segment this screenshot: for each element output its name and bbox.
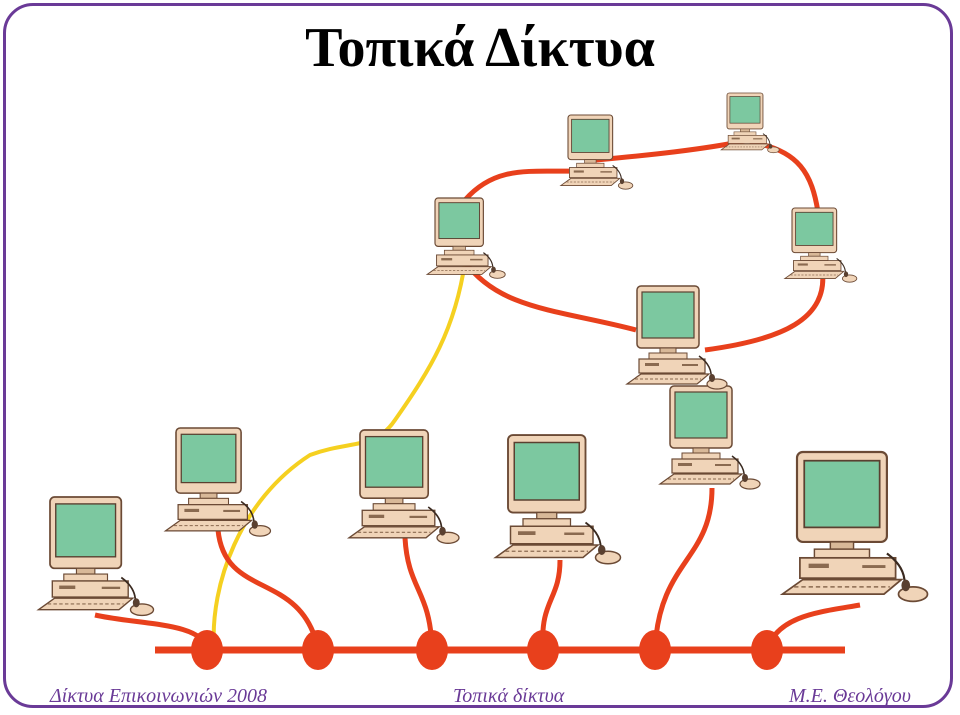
desktop-computer-icon <box>164 427 272 537</box>
footer-course: Δίκτυα Επικοινωνιών 2008 <box>50 685 267 707</box>
bus-tap-node <box>639 630 671 670</box>
ring-cable-3 <box>749 139 821 213</box>
slide-frame <box>3 3 953 708</box>
desktop-computer-icon <box>494 434 622 565</box>
desktop-computer-icon <box>781 450 929 603</box>
bus-tap-node <box>302 630 334 670</box>
bus-tap-node <box>416 630 448 670</box>
slide-title: Τοπικά Δίκτυα <box>305 17 655 79</box>
desktop-computer-icon <box>560 114 634 190</box>
bus-tap-node <box>751 630 783 670</box>
drop-cable-2 <box>215 529 321 649</box>
drop-cable-1 <box>94 612 210 650</box>
ring-cable-4 <box>704 267 826 353</box>
ring-cable-5 <box>462 260 637 333</box>
bus-tap-node <box>527 630 559 670</box>
desktop-computer-icon <box>659 385 761 490</box>
footer-author: Μ.Ε. Θεολόγου <box>789 685 911 707</box>
footer-topic: Τοπικά δίκτυα <box>453 685 565 707</box>
desktop-computer-icon <box>626 285 728 390</box>
desktop-computer-icon <box>37 496 155 617</box>
drop-cable-5 <box>652 487 715 649</box>
bus-tap-node <box>191 630 223 670</box>
desktop-computer-icon <box>426 197 506 279</box>
desktop-computer-icon <box>720 92 780 154</box>
desktop-computer-icon <box>348 429 460 545</box>
desktop-computer-icon <box>784 207 858 283</box>
